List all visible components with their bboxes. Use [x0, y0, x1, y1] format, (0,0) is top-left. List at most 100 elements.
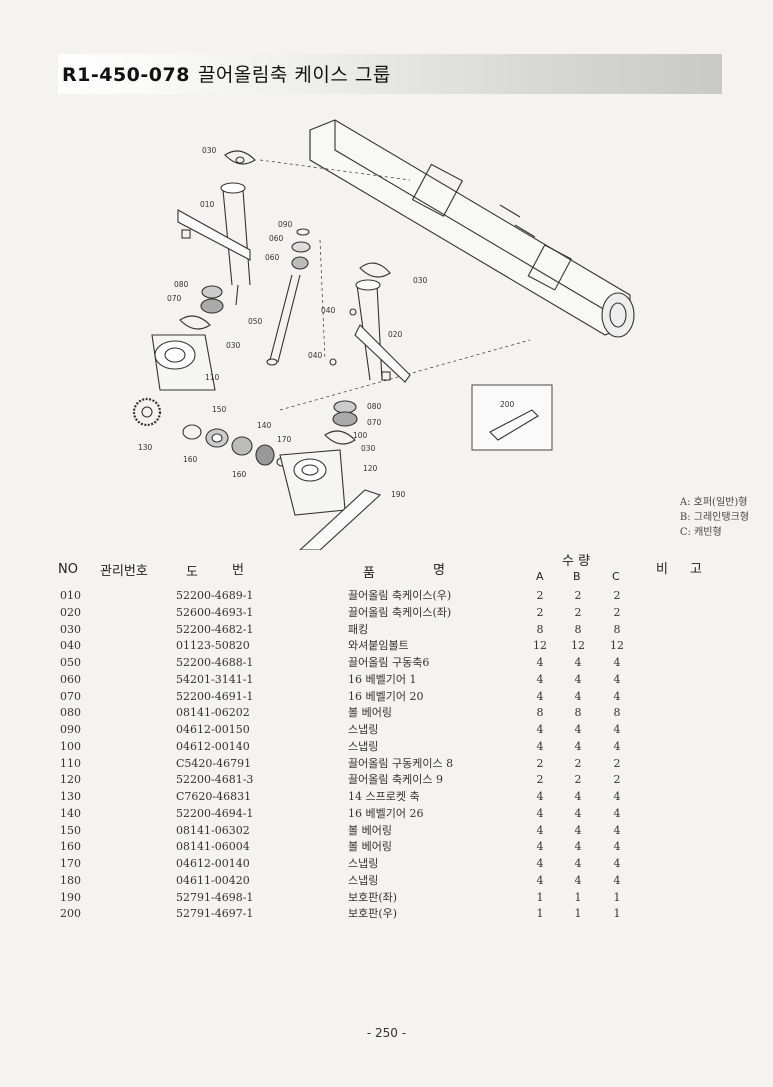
drawing-no: 08141-06004: [176, 840, 250, 854]
part-no: 070: [60, 689, 81, 703]
qty-a: 8: [536, 622, 544, 636]
part-name: 스냅링: [348, 739, 379, 753]
legend-item: B: 그레인탱크형: [679, 512, 749, 523]
qty-a: 12: [533, 639, 547, 653]
drawing-no: 52200-4688-1: [176, 656, 254, 669]
callout-label: 100: [353, 431, 368, 440]
drawing-no: 52200-4689-1: [176, 589, 254, 602]
part-name: 16 베벨기어 26: [348, 806, 424, 820]
qty-b: 4: [574, 840, 582, 854]
col-qty-c: C: [612, 570, 620, 583]
part-no: 060: [60, 672, 81, 686]
part-name: 스냅링: [348, 873, 379, 887]
part-name: 끌어올림 축케이스(좌): [348, 605, 452, 619]
qty-b: 4: [574, 672, 582, 686]
qty-c: 4: [613, 806, 621, 820]
part-name: 보호판(좌): [348, 890, 398, 904]
qty-a: 2: [536, 589, 544, 602]
qty-c: 8: [613, 706, 621, 720]
qty-a: 2: [536, 605, 544, 619]
drawing-no: 08141-06302: [176, 823, 250, 837]
qty-c: 4: [613, 873, 621, 887]
qty-b: 8: [574, 622, 582, 636]
diagram-labels: 030 010 090 060 060 030 080 070 050 040 …: [138, 146, 515, 499]
qty-a: 1: [536, 907, 544, 921]
part-no: 130: [60, 790, 81, 803]
qty-a: 2: [536, 773, 544, 787]
drawing-no: 52200-4682-1: [176, 622, 254, 636]
callout-label: 030: [361, 444, 376, 453]
callout-label: 140: [257, 421, 272, 430]
callout-label: 110: [205, 373, 220, 382]
part-no: 080: [60, 706, 81, 720]
callout-label: 010: [200, 200, 215, 209]
group-code: R1-450-078: [62, 64, 190, 86]
diagram-drawing: [132, 119, 635, 550]
qty-b: 4: [574, 857, 582, 870]
qty-b: 4: [574, 823, 582, 837]
qty-c: 4: [613, 689, 621, 703]
col-quantity: 수 량: [562, 554, 591, 569]
qty-c: 1: [613, 890, 621, 904]
drawing-no: 52600-4693-1: [176, 605, 254, 619]
qty-c: 4: [613, 840, 621, 854]
qty-a: 4: [536, 790, 544, 803]
drawing-no: 01123-50820: [176, 639, 250, 653]
qty-b: 4: [574, 656, 582, 669]
drawing-no: 52200-4681-3: [176, 773, 254, 787]
part-no: 040: [60, 639, 81, 653]
callout-label: 040: [321, 306, 336, 315]
part-no: 180: [60, 873, 81, 887]
legend-item: A: 호퍼(일반)형: [679, 497, 748, 508]
part-name: 16 베벨기어 20: [348, 689, 424, 703]
qty-c: 4: [613, 823, 621, 837]
part-no: 020: [60, 605, 81, 619]
qty-b: 4: [574, 790, 582, 803]
exploded-parts-diagram: 030 010 090 060 060 030 080 070 050 040 …: [132, 119, 635, 550]
part-name: 볼 베어링: [348, 706, 392, 720]
qty-a: 4: [536, 739, 544, 753]
qty-b: 4: [574, 723, 582, 736]
part-name: 스냅링: [348, 723, 379, 736]
col-qty-a: A: [536, 570, 544, 583]
part-no: 090: [60, 723, 81, 736]
callout-label: 060: [269, 234, 284, 243]
callout-label: 030: [413, 276, 428, 285]
part-no: 160: [60, 840, 81, 854]
qty-a: 4: [536, 672, 544, 686]
callout-label: 090: [278, 220, 293, 229]
qty-c: 4: [613, 790, 621, 803]
part-no: 170: [60, 857, 81, 870]
part-no: 110: [60, 756, 81, 770]
callout-label: 060: [265, 253, 280, 262]
qty-c: 4: [613, 656, 621, 669]
drawing-no: 04612-00140: [176, 739, 250, 753]
col-remarks-2: 고: [690, 562, 702, 577]
col-qty-b: B: [573, 570, 581, 583]
qty-b: 2: [574, 605, 582, 619]
part-name: 16 베벨기어 1: [348, 672, 417, 686]
qty-a: 4: [536, 823, 544, 837]
qty-b: 1: [574, 907, 582, 921]
drawing-no: 04612-00150: [176, 723, 250, 736]
qty-c: 2: [613, 589, 621, 602]
callout-label: 120: [363, 464, 378, 473]
qty-b: 2: [574, 589, 582, 602]
drawing-no: 04612-00140: [176, 857, 250, 870]
part-no: 120: [60, 773, 81, 787]
qty-b: 4: [574, 739, 582, 753]
qty-a: 4: [536, 656, 544, 669]
drawing-no: 54201-3141-1: [176, 672, 254, 686]
part-no: 200: [60, 907, 81, 921]
